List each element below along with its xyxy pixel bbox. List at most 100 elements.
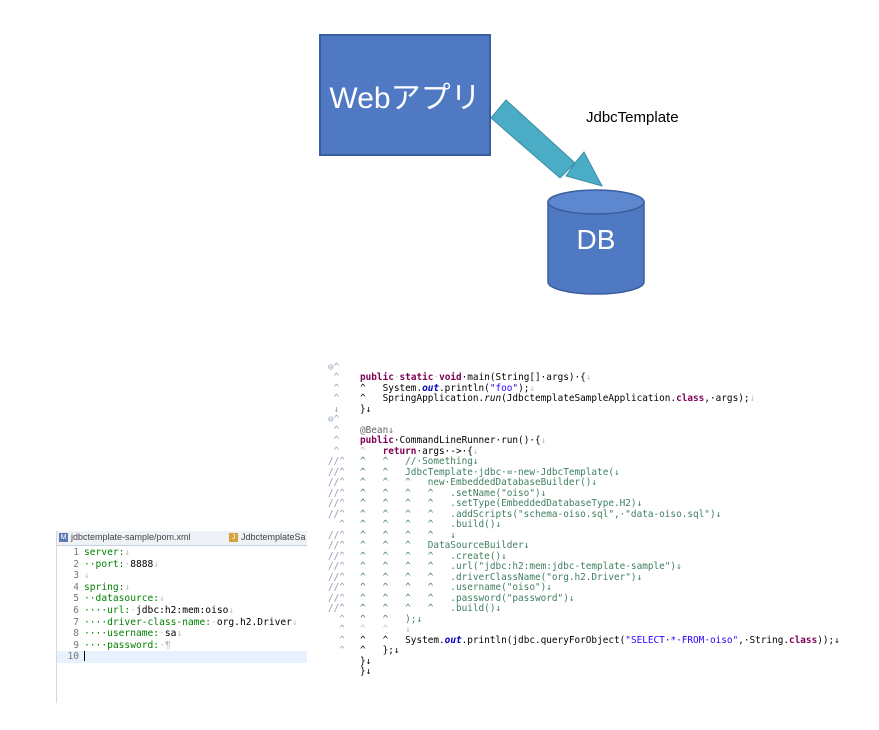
line-number: 5 bbox=[73, 593, 79, 605]
gutter-marker: ^ bbox=[328, 435, 340, 446]
code-line: ^ }↓ bbox=[328, 384, 848, 414]
line-end-marker: ↓ bbox=[159, 593, 165, 605]
code-line: //^ ^ ^ ^ ^ .username("oiso")↓ bbox=[328, 562, 848, 593]
yml-text: spring:↓ bbox=[84, 582, 130, 594]
code-line: //^ ^ ^ ^ DataSourceBuilder↓ bbox=[328, 520, 848, 551]
yml-text: ····url:·jdbc:h2:mem:oiso↓ bbox=[84, 605, 234, 617]
code-line: }↓ bbox=[328, 646, 848, 676]
gutter-marker: ^ bbox=[328, 445, 340, 457]
text-caret bbox=[84, 651, 85, 662]
tab-jdbctemplate-java[interactable]: J JdbctemplateSa bbox=[229, 532, 306, 542]
gutter-marker: //^ bbox=[328, 540, 345, 551]
yml-value: sa bbox=[164, 628, 177, 640]
gutter-marker bbox=[328, 657, 356, 668]
gutter-marker: //^ bbox=[328, 603, 345, 614]
code-text: ^ ^ ^ new·EmbeddedDatabaseBuilder()↓ bbox=[360, 477, 598, 488]
code-line: //^ ^ ^ JdbcTemplate·jdbc·=·new·JdbcTemp… bbox=[328, 447, 848, 477]
yml-key: server: bbox=[84, 547, 125, 558]
gutter-marker: //^ bbox=[328, 477, 345, 488]
java-code-editor: ⊖^ public·static·void·main(String[]·args… bbox=[328, 352, 848, 712]
gutter-marker: ^ bbox=[328, 382, 340, 394]
code-line: //^ ^ ^ ^ ^ .password("password")↓ bbox=[328, 573, 848, 603]
yml-key: ····driver-class-name: bbox=[84, 616, 212, 628]
yml-text bbox=[84, 651, 85, 663]
gutter-marker: //^ bbox=[328, 466, 345, 478]
yml-line: 9····password:·¶ bbox=[57, 640, 307, 652]
code-token: public bbox=[360, 435, 394, 446]
code-token: out bbox=[444, 634, 462, 646]
code-token: ↓ bbox=[529, 382, 536, 394]
gutter-marker: ^ bbox=[328, 372, 340, 383]
code-token: ,·String. bbox=[738, 634, 789, 646]
code-token: · bbox=[393, 372, 400, 383]
code-token: "foo" bbox=[489, 382, 519, 394]
gutter-marker: //^ bbox=[328, 487, 345, 499]
yml-value: 8888 bbox=[130, 558, 154, 570]
java-file-icon: J bbox=[229, 532, 238, 542]
db-cylinder bbox=[547, 189, 645, 295]
code-token: · bbox=[433, 372, 440, 383]
webapp-label: Webアプリ bbox=[329, 82, 481, 115]
gutter-marker: ^ bbox=[328, 613, 345, 625]
code-line: //^ ^ ^ ^ ^ .setType(EmbeddedDatabaseTyp… bbox=[328, 478, 848, 509]
code-token: ↓ bbox=[540, 435, 547, 446]
code-line: ^ ^ SpringApplication.run(JdbctemplateSa… bbox=[328, 373, 848, 404]
code-line: ⊖^ public·static·void·main(String[]·args… bbox=[328, 352, 848, 383]
code-token: ^ System. bbox=[360, 382, 423, 394]
code-text: ^ ^ ^ ^ .addScripts("schema-oiso.sql",·"… bbox=[360, 508, 722, 520]
code-text: @Bean↓ bbox=[360, 424, 394, 436]
yml-text: ↓ bbox=[84, 570, 90, 582]
yml-line: 2··port:·8888↓ bbox=[57, 559, 307, 571]
gutter-marker: //^ bbox=[328, 508, 345, 520]
gutter-marker: ^ bbox=[328, 393, 340, 404]
yml-text: ··datasource:↓ bbox=[84, 593, 165, 605]
code-line: //^ ^ ^ ^ ^ .url("jdbc:h2:mem:jdbc-templ… bbox=[328, 541, 848, 572]
webapp-box: Webアプリ bbox=[319, 34, 491, 156]
code-text: ^ ^ ^ ^ .setType(EmbeddedDatabaseType.H2… bbox=[360, 498, 643, 509]
whitespace-marker: · bbox=[124, 558, 131, 570]
code-line: //^ ^ ^ ^ ^ .setName("oiso")↓ bbox=[328, 468, 848, 498]
gutter-marker: ^ bbox=[328, 634, 345, 646]
code-token: (JdbctemplateSampleApplication. bbox=[501, 393, 677, 404]
arrow-label: JdbcTemplate bbox=[586, 109, 679, 126]
code-text: ^ ^ ^ ^ .driverClassName("org.h2.Driver"… bbox=[360, 571, 643, 583]
code-text: }↓ bbox=[360, 666, 372, 677]
line-number: 3 bbox=[73, 570, 79, 582]
code-token: ·main(String[]·args)·{ bbox=[461, 372, 586, 383]
editor-tab-bar: M jdbctemplate-sample/pom.xml J Jdbctemp… bbox=[57, 531, 307, 546]
code-token: ↓ bbox=[472, 445, 479, 457]
yml-line: 10 bbox=[57, 651, 307, 663]
gutter-marker: ^ bbox=[328, 424, 340, 436]
code-line: ^ ^ };↓ bbox=[328, 625, 848, 656]
code-line: //^ ^ ^ ^ ^ .build()↓ bbox=[328, 499, 848, 530]
tab-pom-xml[interactable]: M jdbctemplate-sample/pom.xml bbox=[59, 532, 191, 542]
code-text: ^ ^ ^ ^ ↓ bbox=[360, 529, 456, 541]
diagram-shapes bbox=[490, 99, 645, 295]
code-text: ^ ^ ^ ^ .setName("oiso")↓ bbox=[360, 487, 547, 499]
line-end-marker: ↓ bbox=[124, 547, 131, 558]
line-end-marker: ↓ bbox=[124, 581, 131, 593]
code-token: class bbox=[676, 393, 705, 404]
code-token: .println( bbox=[439, 382, 490, 394]
tab-label: jdbctemplate-sample/pom.xml bbox=[71, 532, 191, 542]
yml-value: org.h2.Driver bbox=[216, 616, 292, 628]
yml-line: 3↓ bbox=[57, 570, 307, 582]
code-token: run bbox=[484, 393, 502, 404]
gutter-marker: //^ bbox=[328, 561, 345, 572]
code-token: ); bbox=[518, 382, 530, 394]
line-end-marker: ↓ bbox=[153, 558, 160, 570]
gutter-marker: //^ bbox=[328, 456, 345, 467]
yml-text: ··port:·8888↓ bbox=[84, 559, 159, 571]
gutter-marker: ^ bbox=[328, 645, 345, 656]
code-text: ^ ^ ^ ^ .create()↓ bbox=[360, 550, 507, 562]
code-text: ^ ^ ^ ^ .url("jdbc:h2:mem:jdbc-template-… bbox=[360, 561, 682, 572]
xml-file-icon: M bbox=[59, 532, 68, 542]
whitespace-marker: · bbox=[130, 604, 136, 616]
gutter-marker: //^ bbox=[328, 571, 345, 583]
yml-line: 8····username:·sa↓ bbox=[57, 628, 307, 640]
code-line: ^ ^ System.out.println("foo");↓ bbox=[328, 363, 848, 393]
code-token: ·args·->·{ bbox=[416, 445, 473, 457]
